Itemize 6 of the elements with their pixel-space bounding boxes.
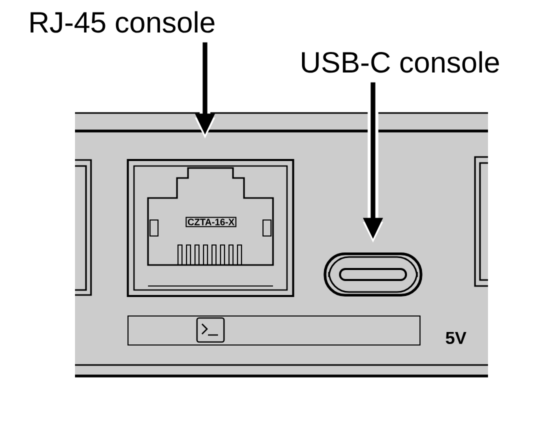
part-marking: CZTA-16-X	[186, 216, 236, 228]
rj45-port	[126, 159, 294, 297]
usbc-port	[324, 252, 422, 296]
voltage-label: 5V	[446, 332, 466, 344]
console-label: USB-C console	[302, 51, 499, 73]
console-label: RJ-45 console	[30, 11, 214, 33]
